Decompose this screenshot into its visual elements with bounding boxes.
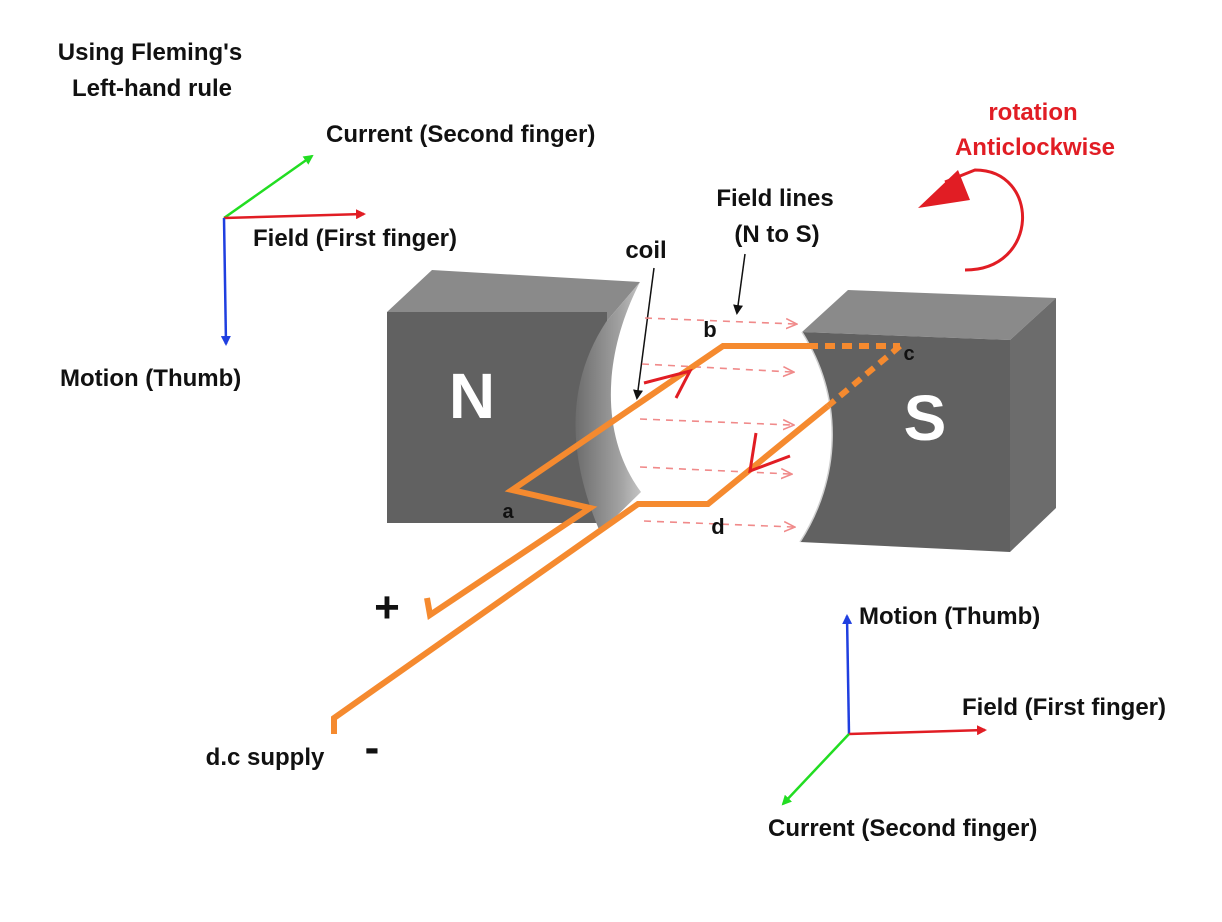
coil-wire-positive [424, 343, 808, 621]
field-label-bottom: Field (First finger) [962, 694, 1166, 721]
field-line-1 [644, 317, 795, 324]
field-label-top: Field (First finger) [253, 225, 457, 252]
field-line-2 [641, 363, 792, 372]
north-label: N [449, 360, 495, 432]
coil-wire-negative [331, 403, 830, 734]
current-label-top: Current (Second finger) [326, 121, 595, 148]
north-magnet: N [387, 270, 641, 532]
point-d-label: d [711, 514, 724, 539]
current-direction-markers [643, 368, 791, 474]
axes-bottom-right: Motion (Thumb) Field (First finger) Curr… [768, 603, 1166, 842]
field-lines-label-1: Field lines [716, 185, 833, 212]
coil [331, 343, 902, 734]
field-line-4 [639, 466, 790, 474]
motion-label-bottom: Motion (Thumb) [859, 603, 1040, 630]
rotation-arrow-arc [944, 168, 1024, 272]
coil-pointer [633, 267, 655, 400]
motion-arrow-bottom [842, 614, 853, 735]
plus-terminal-label: + [374, 583, 400, 632]
point-a-label: a [502, 501, 514, 523]
current-label-bottom: Current (Second finger) [768, 815, 1037, 842]
current-arrow-bottom [781, 733, 850, 806]
field-arrow-bottom [848, 725, 987, 736]
title-line-2: Left-hand rule [72, 75, 232, 102]
dc-supply-label: d.c supply [206, 744, 325, 771]
axes-top-left: Current (Second finger) Field (First fin… [60, 121, 595, 392]
field-line-3 [639, 418, 792, 425]
field-lines-pointer [733, 253, 746, 315]
motion-arrow-top [220, 217, 231, 346]
rotation-arrow-head [918, 170, 970, 208]
rotation-label-2: Anticlockwise [955, 134, 1115, 161]
coil-label: coil [625, 237, 666, 264]
motion-label-top: Motion (Thumb) [60, 365, 241, 392]
current-marker-lower [748, 432, 791, 474]
south-magnet: S [799, 290, 1056, 552]
field-lines-label-2: (N to S) [734, 221, 819, 248]
south-label: S [904, 382, 947, 454]
point-c-label: c [903, 343, 914, 365]
title-line-1: Using Fleming's [58, 39, 242, 66]
current-marker-upper [643, 368, 693, 399]
minus-terminal-label: - [365, 723, 380, 772]
point-b-label: b [703, 317, 716, 342]
rotation-label-1: rotation [988, 99, 1077, 126]
field-arrow-top [223, 209, 366, 220]
current-arrow-top [223, 154, 314, 220]
